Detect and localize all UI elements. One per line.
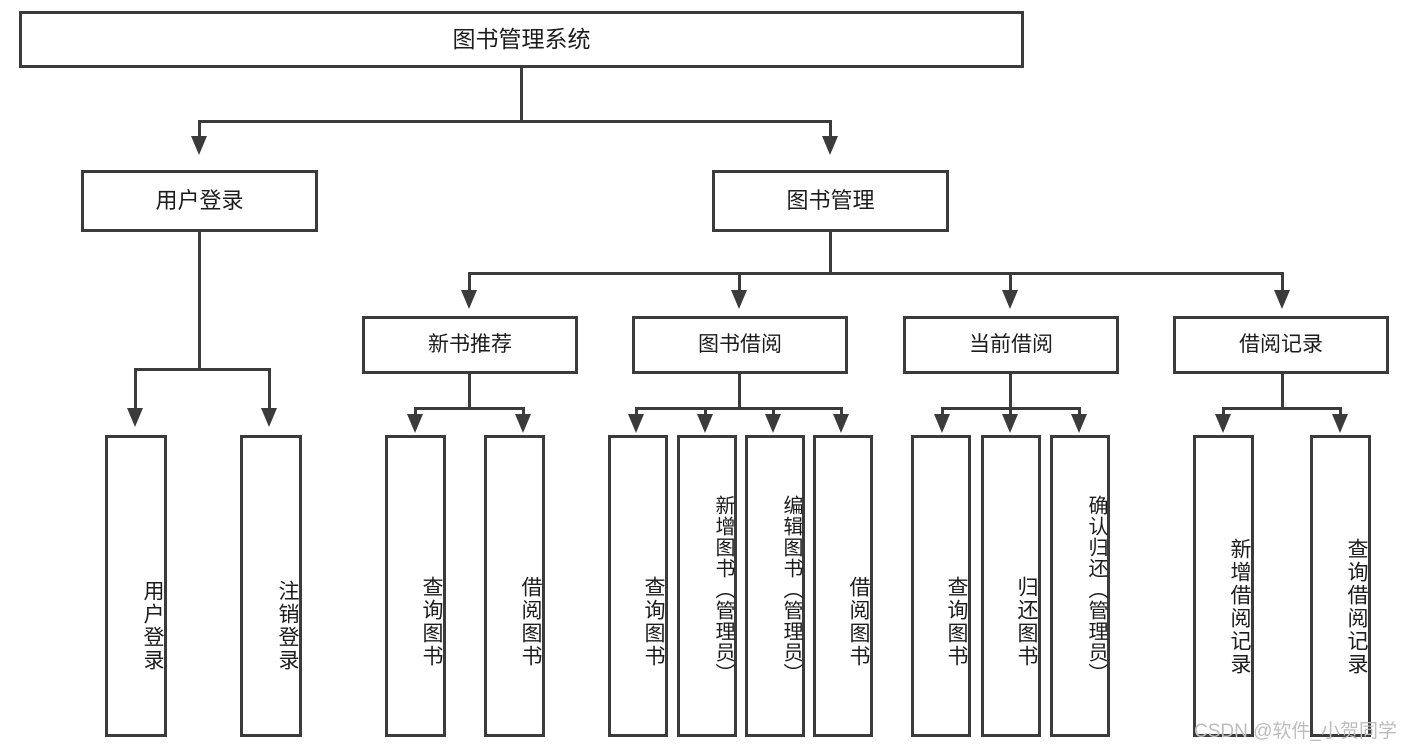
node-current-borrow[interactable]: 当前借阅 [903,316,1119,374]
leaf-label: 新增借阅记录 [1228,538,1251,676]
edge-userlogin-leaf-0 [134,368,137,410]
leaf-label: 查询借阅记录 [1345,538,1368,676]
arrow-userlogin-leaf-0 [127,408,143,427]
leaf-book-borrow-query[interactable]: 查询图书 [608,435,668,737]
node-label: 图书管理 [786,188,875,214]
edge-userlogin-leaf-1 [268,368,271,410]
edge-userlogin-down [198,232,201,370]
leaf-label: 查询图书 [945,576,968,668]
leaf-label: 归还图书 [1015,576,1038,668]
leaf-label: 确认归还（管理员） [1085,494,1107,684]
leaf-book-borrow-borrow[interactable]: 借阅图书 [813,435,873,737]
leaf-user-login-logout[interactable]: 注销登录 [240,435,302,737]
leaf-label: 借阅图书 [847,576,870,668]
node-label: 图书管理系统 [452,26,591,53]
edge-to-level2-3 [1281,272,1284,292]
edge-to-level1-1 [829,120,832,138]
leaf-label: 用户登录 [141,580,164,672]
arrow-currentborrow-leaf-0 [934,414,950,433]
node-borrow-records[interactable]: 借阅记录 [1173,316,1389,374]
edge-borrowrecords-bus [1222,407,1342,410]
leaf-current-borrow-return[interactable]: 归还图书 [981,435,1041,737]
arrow-borrowrecords-leaf-0 [1215,414,1231,433]
arrow-bookborrow-leaf-1 [697,414,713,433]
arrow-bookborrow-leaf-0 [628,414,644,433]
arrow-bookborrow-leaf-2 [765,414,781,433]
edge-userlogin-bus [134,368,270,371]
edge-newbook-bus [414,407,525,410]
edge-borrowrecords-down [1281,374,1284,410]
arrow-bookborrow-leaf-3 [833,414,849,433]
arrow-to-level2-0 [461,290,477,309]
leaf-label: 查询图书 [420,576,443,668]
node-book-borrow[interactable]: 图书借阅 [632,316,848,374]
arrow-newbook-leaf-0 [407,414,423,433]
edge-to-level1-0 [198,120,201,138]
leaf-borrow-record-query[interactable]: 查询借阅记录 [1310,435,1371,737]
node-label: 图书借阅 [698,332,782,356]
leaf-book-borrow-add[interactable]: 新增图书（管理员） [677,435,737,737]
node-label: 新书推荐 [428,332,512,356]
leaf-current-borrow-confirm[interactable]: 确认归还（管理员） [1050,435,1110,737]
node-label: 用户登录 [155,188,244,214]
edge-level2-bus [468,272,1284,275]
edge-newbook-down [468,374,471,410]
leaf-new-book-query[interactable]: 查询图书 [385,435,446,737]
leaf-label: 注销登录 [276,580,299,672]
edge-to-level2-1 [738,272,741,292]
leaf-label: 编辑图书（管理员） [780,494,802,684]
leaf-user-login-login[interactable]: 用户登录 [105,435,167,737]
edge-to-level2-0 [468,272,471,292]
edge-bookborrow-down [738,374,741,410]
arrow-currentborrow-leaf-2 [1071,414,1087,433]
leaf-new-book-borrow[interactable]: 借阅图书 [484,435,545,737]
edge-root-down [520,68,523,121]
edge-root-bus [198,120,832,123]
leaf-label: 查询图书 [642,576,665,668]
leaf-current-borrow-query[interactable]: 查询图书 [911,435,971,737]
arrow-borrowrecords-leaf-1 [1332,414,1348,433]
node-book-management[interactable]: 图书管理 [712,170,949,232]
node-new-book-recommend[interactable]: 新书推荐 [362,316,578,374]
node-root-system[interactable]: 图书管理系统 [19,11,1024,68]
arrow-to-level1-1 [822,136,838,155]
leaf-label: 新增图书（管理员） [712,494,734,684]
arrow-to-level2-1 [731,290,747,309]
arrow-currentborrow-leaf-1 [1002,414,1018,433]
arrow-to-level2-2 [1002,290,1018,309]
arrow-newbook-leaf-1 [515,414,531,433]
node-label: 借阅记录 [1239,332,1323,356]
edge-bookmgmt-down [829,232,832,274]
arrow-userlogin-leaf-1 [261,408,277,427]
edge-bookborrow-bus [635,407,843,410]
node-label: 当前借阅 [969,332,1053,356]
edge-currentborrow-down [1009,374,1012,410]
leaf-borrow-record-add[interactable]: 新增借阅记录 [1193,435,1254,737]
leaf-label: 借阅图书 [519,576,542,668]
arrow-to-level2-3 [1274,290,1290,309]
arrow-to-level1-0 [191,136,207,155]
node-user-login[interactable]: 用户登录 [81,170,318,232]
edge-to-level2-2 [1009,272,1012,292]
leaf-book-borrow-edit[interactable]: 编辑图书（管理员） [745,435,805,737]
